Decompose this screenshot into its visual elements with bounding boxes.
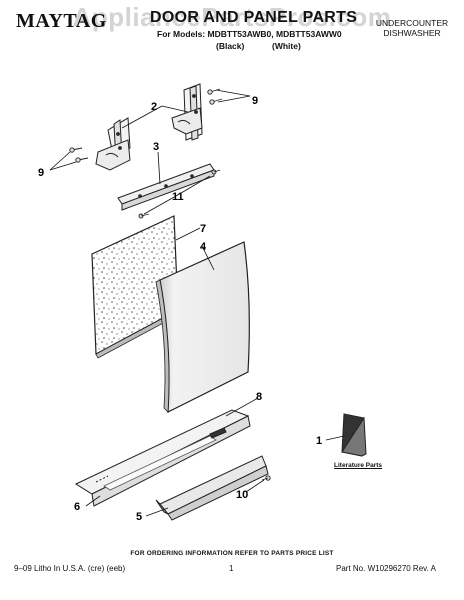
litho-info: 9–09 Litho In U.S.A. (cre) (eeb) <box>14 564 126 573</box>
rail-screws <box>138 169 221 219</box>
callout-6: 6 <box>74 501 80 513</box>
outer-door-panel <box>155 241 250 414</box>
left-mounting-bracket <box>95 117 131 171</box>
page-title: DOOR AND PANEL PARTS <box>150 9 358 26</box>
callout-9-upper: 9 <box>252 95 258 107</box>
page-number: 1 <box>229 564 234 573</box>
ordering-note: FOR ORDERING INFORMATION REFER TO PARTS … <box>130 550 334 557</box>
product-category: UNDERCOUNTER DISHWASHER <box>375 18 449 38</box>
literature-parts-label: Literature Parts <box>334 462 383 469</box>
callout-numbers: 2 9 9 3 11 7 4 8 1 6 5 10 <box>38 95 322 523</box>
literature-booklet <box>341 413 367 457</box>
callout-10: 10 <box>236 489 248 501</box>
part-number: Part No. W10296270 Rev. A <box>336 564 436 573</box>
callout-4: 4 <box>200 241 207 253</box>
callout-1: 1 <box>316 435 322 447</box>
kick-plate <box>155 455 269 521</box>
model-numbers: For Models: MDBTT53AWB0, MDBTT53AWW0 <box>157 29 342 39</box>
screws-lower <box>69 147 89 163</box>
leader-lines <box>49 89 345 517</box>
kick-plate-screw <box>261 475 271 481</box>
lower-trim-panel <box>74 409 251 507</box>
variant-white: (White) <box>272 41 301 51</box>
callout-3: 3 <box>153 141 159 153</box>
callout-7: 7 <box>200 223 206 235</box>
screws-upper <box>207 88 223 105</box>
callout-9-lower: 9 <box>38 167 44 179</box>
variant-black: (Black) <box>216 41 245 51</box>
callout-2: 2 <box>151 101 157 113</box>
brand-logo: MAYTAG <box>16 10 107 32</box>
right-mounting-bracket <box>171 83 203 141</box>
callout-11: 11 <box>172 191 184 203</box>
callout-8: 8 <box>256 391 262 403</box>
callout-5: 5 <box>136 511 142 523</box>
hinge-rail <box>117 163 215 211</box>
